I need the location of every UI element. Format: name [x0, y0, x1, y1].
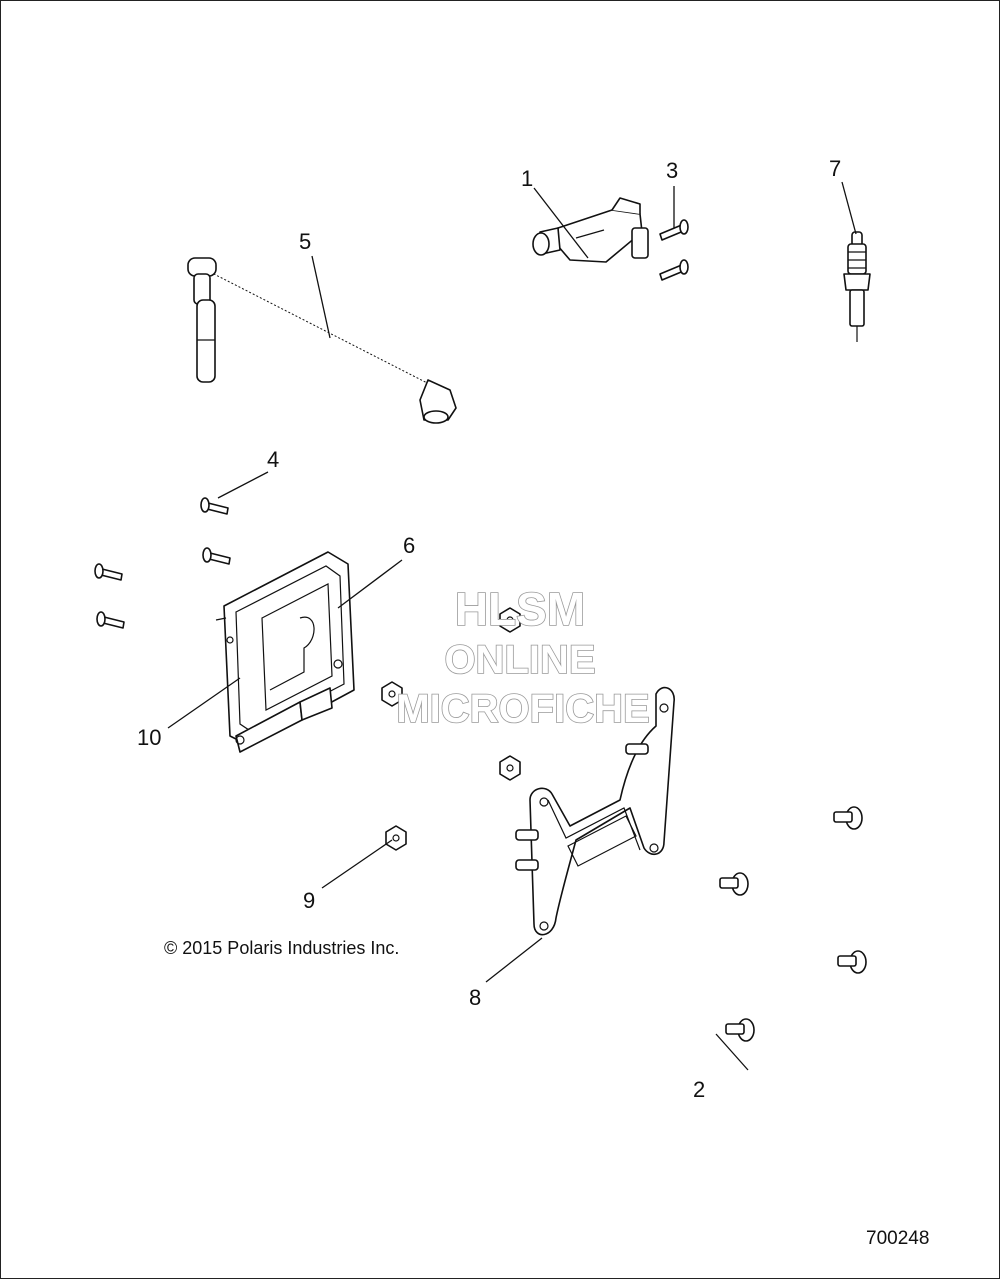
callout-3: 3 — [666, 158, 678, 183]
callout-2: 2 — [693, 1077, 705, 1102]
callout-9: 9 — [303, 888, 315, 913]
callout-1: 1 — [521, 166, 533, 191]
callout-6: 6 — [403, 533, 415, 558]
engine-control-unit — [215, 551, 355, 753]
callout-5: 5 — [299, 229, 311, 254]
ignition-coil — [532, 197, 649, 263]
leader-lines — [167, 181, 857, 1071]
callout-4: 4 — [267, 447, 279, 472]
diagram-id: 700248 — [866, 1228, 930, 1249]
callout-8: 8 — [469, 985, 481, 1010]
callout-7: 7 — [829, 156, 841, 181]
watermark: HLSM ONLINE MICROFICHE — [396, 582, 651, 732]
watermark-line-2: ONLINE — [444, 638, 595, 682]
nuts — [381, 607, 521, 851]
spark-plug — [843, 231, 871, 342]
callouts: 1 2 3 4 5 6 7 8 9 10 — [137, 156, 841, 1102]
coil-screws — [659, 219, 689, 281]
callout-10: 10 — [137, 725, 161, 750]
copyright-notice: © 2015 Polaris Industries Inc. — [164, 938, 400, 958]
bracket-bolts — [719, 806, 867, 1042]
watermark-line-1: HLSM — [455, 583, 585, 635]
watermark-line-3: MICROFICHE — [396, 687, 649, 731]
ecu-screws — [94, 497, 231, 629]
mounting-bracket — [515, 686, 675, 936]
spark-plug-wire — [187, 257, 457, 424]
